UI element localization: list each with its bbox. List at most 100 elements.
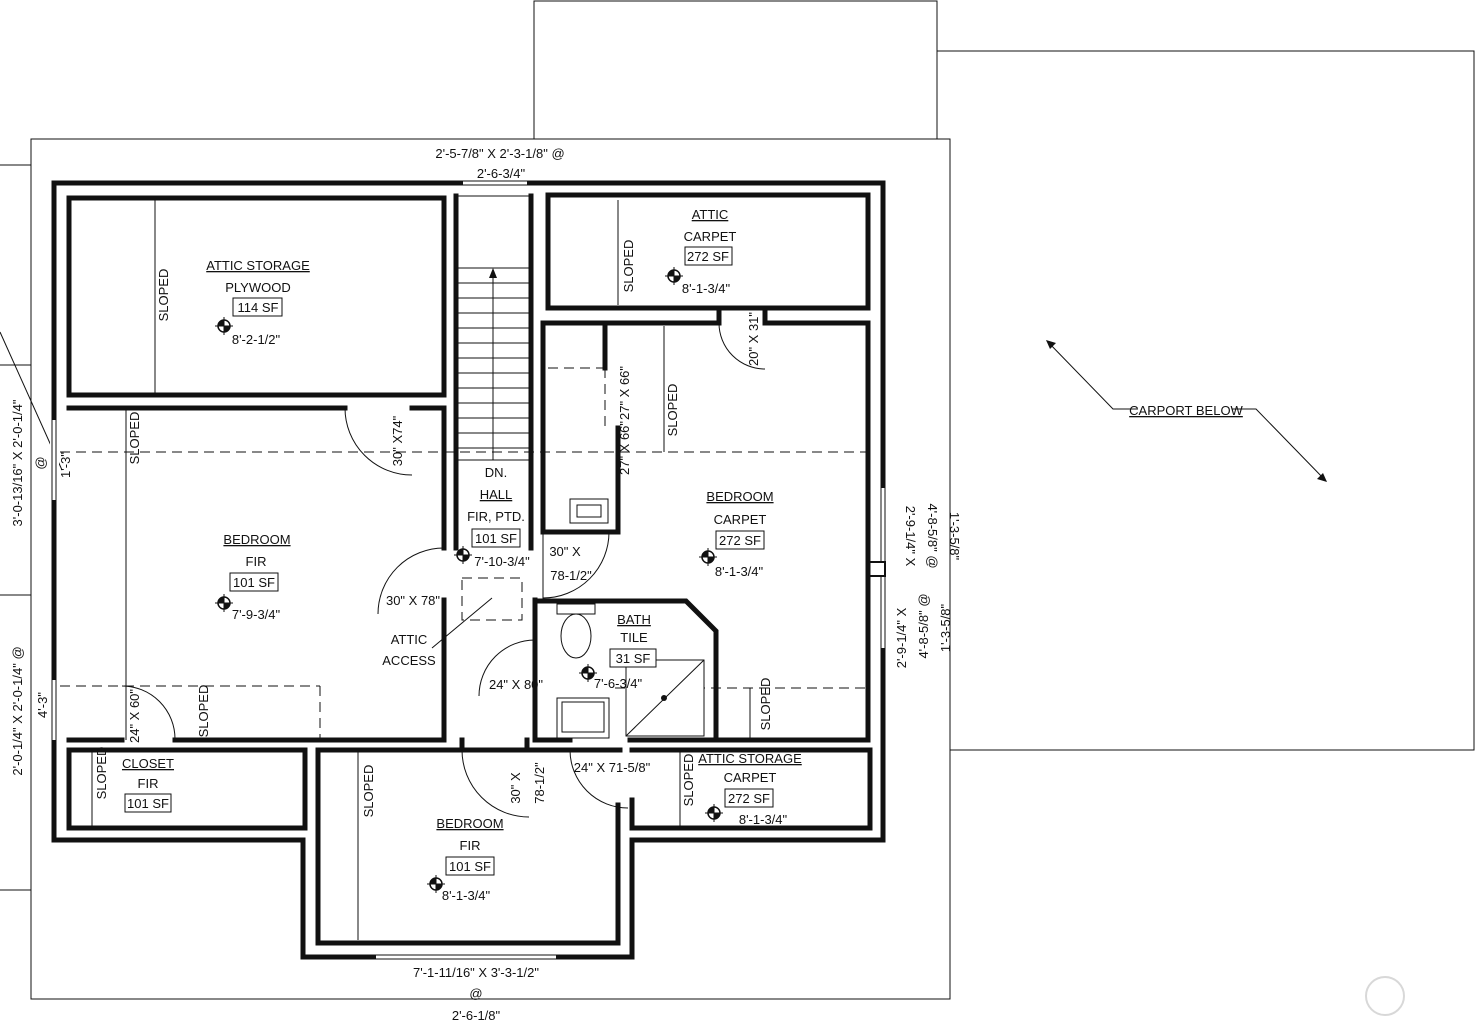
- room-area: 31 SF: [616, 651, 651, 666]
- room-material: FIR: [246, 554, 267, 569]
- window-label: @: [33, 456, 48, 469]
- slope-lines: [60, 367, 870, 740]
- sloped-label: SLOPED: [156, 269, 171, 322]
- room-area: 101 SF: [475, 531, 517, 546]
- sloped-label: SLOPED: [758, 678, 773, 731]
- door-label: 30" X 78": [386, 593, 440, 608]
- window-label: 4'-8-5/8" @: [916, 593, 931, 658]
- door-labels: 30" X74" 20" X 31" 30" X 78" 30" X 78-1/…: [127, 312, 761, 804]
- room-height: 7'-9-3/4": [232, 607, 281, 622]
- room-closet: CLOSET FIR 101 SF: [122, 756, 174, 811]
- height-marker-icon: [427, 875, 445, 893]
- room-area: 272 SF: [687, 249, 729, 264]
- room-name: BATH: [617, 612, 651, 627]
- watermark-circle: [1365, 976, 1405, 1016]
- door-label: 78-1/2": [550, 568, 592, 583]
- height-marker-icon: [699, 548, 717, 566]
- room-material: CARPET: [684, 229, 737, 244]
- room-material: CARPET: [724, 770, 777, 785]
- window-label: 7'-1-11/16" X 3'-3-1/2": [413, 965, 539, 980]
- door-label: 20" X 31": [746, 312, 761, 366]
- toilet-icon: [560, 613, 592, 659]
- room-area: 101 SF: [449, 859, 491, 874]
- room-name: HALL: [480, 487, 513, 502]
- room-area: 272 SF: [719, 533, 761, 548]
- area-boxes: [124, 246, 774, 876]
- sloped-labels: SLOPED SLOPED SLOPED SLOPED SLOPED SLOPE…: [94, 240, 773, 818]
- room-name: CLOSET: [122, 756, 174, 771]
- door-label: 30" X74": [390, 415, 405, 466]
- room-attic-storage-se: ATTIC STORAGE CARPET 272 SF 8'-1-3/4": [698, 751, 802, 827]
- room-height: 7'-10-3/4": [474, 554, 530, 569]
- room-name: BEDROOM: [223, 532, 290, 547]
- window-label: 2'-9-1/4" X: [894, 607, 909, 668]
- room-attic-ne: ATTIC CARPET 272 SF 8'-1-3/4": [682, 207, 737, 296]
- room-area: 101 SF: [127, 796, 169, 811]
- sloped-label: SLOPED: [621, 240, 636, 293]
- sloped-label: SLOPED: [196, 685, 211, 738]
- window-label: 2'-9-1/4" X: [903, 506, 918, 567]
- door-label: 24" X 71-5/8": [574, 760, 651, 775]
- slope-arrows: [91, 200, 1327, 940]
- closet-door-label: 27" X 66": [617, 421, 632, 475]
- window-label: @: [469, 986, 482, 1001]
- room-area: 272 SF: [728, 791, 770, 806]
- door-label: 78-1/2": [532, 762, 547, 804]
- door-label: 24" X 80": [489, 677, 543, 692]
- room-material: FIR: [460, 838, 481, 853]
- door-label: 30" X: [508, 772, 523, 804]
- sloped-label: SLOPED: [127, 412, 142, 465]
- stairs: [455, 195, 532, 461]
- door-label: 30" X: [549, 544, 581, 559]
- window-label: 2'-6-1/8": [452, 1008, 501, 1023]
- height-marker-icon: [215, 594, 233, 612]
- carport-below-label: CARPORT BELOW: [1129, 403, 1243, 418]
- room-height: 8'-1-3/4": [682, 281, 731, 296]
- sloped-label: SLOPED: [361, 765, 376, 818]
- attic-access-label: ATTIC: [391, 632, 428, 647]
- room-name: BEDROOM: [706, 489, 773, 504]
- room-name: BEDROOM: [436, 816, 503, 831]
- window-label: 1'-3-5/8": [947, 512, 962, 561]
- window-label: 2'-6-3/4": [477, 166, 526, 181]
- window-label: 3'-0-13/16" X 2'-0-1/4": [10, 399, 25, 526]
- closet-door-label: 27" X 66": [617, 366, 632, 420]
- height-marker-icon: [215, 317, 233, 335]
- room-name: ATTIC: [692, 207, 729, 222]
- sloped-label: SLOPED: [665, 384, 680, 437]
- room-bedroom-e: BEDROOM CARPET 272 SF 8'-1-3/4": [706, 489, 773, 579]
- room-material: TILE: [620, 630, 648, 645]
- window-label: 2'-0-1/4" X 2'-0-1/4" @: [10, 646, 25, 775]
- room-material: FIR, PTD.: [467, 509, 525, 524]
- room-bedroom-s: BEDROOM FIR 101 SF 8'-1-3/4": [436, 816, 503, 903]
- room-hall: DN. HALL FIR, PTD. 101 SF 7'-10-3/4": [467, 465, 530, 569]
- room-height: 8'-1-3/4": [442, 888, 491, 903]
- room-area: 101 SF: [233, 575, 275, 590]
- window-label: 4'-8-5/8" @: [925, 503, 940, 568]
- room-attic-storage-nw: ATTIC STORAGE PLYWOOD 114 SF 8'-2-1/2": [206, 258, 310, 347]
- height-marker-icon: [705, 804, 723, 822]
- window-labels: 2'-5-7/8" X 2'-3-1/8" @ 2'-6-3/4" 7'-1-1…: [10, 146, 962, 1023]
- room-height: 8'-1-3/4": [715, 564, 764, 579]
- door-swings: [121, 322, 766, 818]
- window-label: 1'-3": [58, 452, 73, 478]
- room-name: ATTIC STORAGE: [698, 751, 802, 766]
- stair-down-label: DN.: [485, 465, 507, 480]
- room-height: 8'-1-3/4": [739, 812, 788, 827]
- window-label: 1'-3-5/8": [938, 603, 953, 652]
- room-bath: BATH TILE 31 SF 7'-6-3/4": [594, 612, 651, 691]
- fixtures: [556, 498, 705, 739]
- room-name: ATTIC STORAGE: [206, 258, 310, 273]
- height-marker-icon: [579, 664, 597, 682]
- height-marker-icon: [665, 267, 683, 285]
- height-marker-icon: [454, 546, 472, 564]
- room-height: 8'-2-1/2": [232, 332, 281, 347]
- room-area: 114 SF: [238, 300, 279, 315]
- room-material: FIR: [138, 776, 159, 791]
- room-height: 7'-6-3/4": [594, 676, 643, 691]
- reference-lines: [0, 0, 1475, 1000]
- window-label: 2'-5-7/8" X 2'-3-1/8" @: [435, 146, 564, 161]
- room-bedroom-w: BEDROOM FIR 101 SF 7'-9-3/4": [223, 532, 290, 622]
- room-material: PLYWOOD: [225, 280, 291, 295]
